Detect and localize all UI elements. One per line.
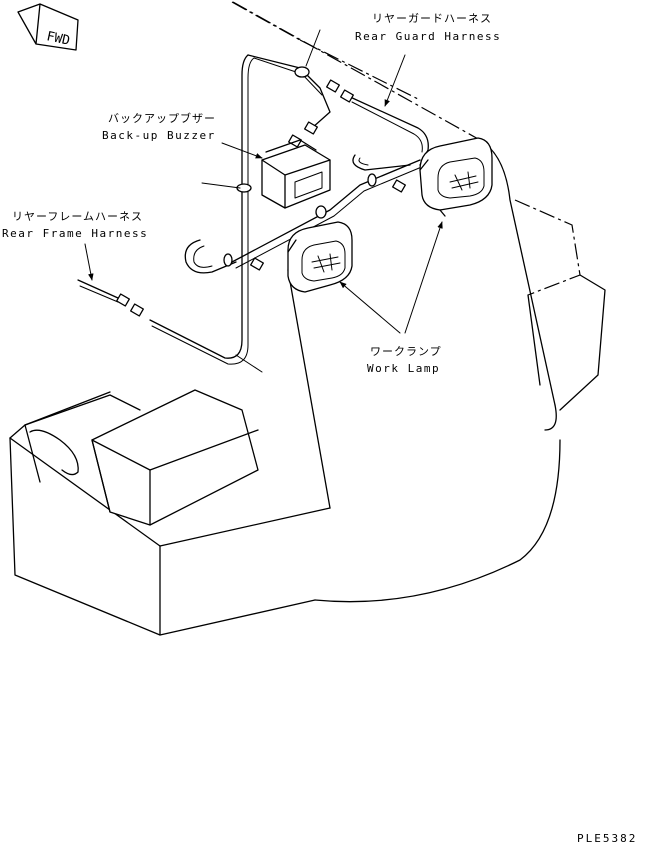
fwd-direction-symbol: FWD [17,3,79,51]
backup-buzzer [261,139,331,209]
backup-buzzer-jp: バックアップブザー [108,111,216,125]
drawing-code: PLE5382 [577,832,637,845]
work-lamp-right [419,137,493,217]
counterweight-body [9,389,561,636]
harness-routing [77,54,429,365]
label-backup-buzzer: バックアップブザー Back-up Buzzer [102,111,263,189]
label-rear-frame-harness: リヤーフレームハーネス Rear Frame Harness [2,210,263,373]
fwd-label: FWD [45,29,71,49]
backup-buzzer-en: Back-up Buzzer [102,129,216,142]
work-lamp-jp: ワークランプ [370,345,442,358]
rear-frame-harness-jp: リヤーフレームハーネス [12,210,143,223]
rear-guard-harness-jp: リヤーガードハーネス [372,12,492,25]
work-lamp-en: Work Lamp [367,362,440,375]
work-lamp-left [287,221,353,293]
rear-guard-harness-en: Rear Guard Harness [355,30,501,43]
label-rear-guard-harness: リヤーガードハーネス Rear Guard Harness [305,12,501,107]
label-work-lamp: ワークランプ Work Lamp [339,221,443,375]
rear-frame-harness-en: Rear Frame Harness [2,227,148,240]
